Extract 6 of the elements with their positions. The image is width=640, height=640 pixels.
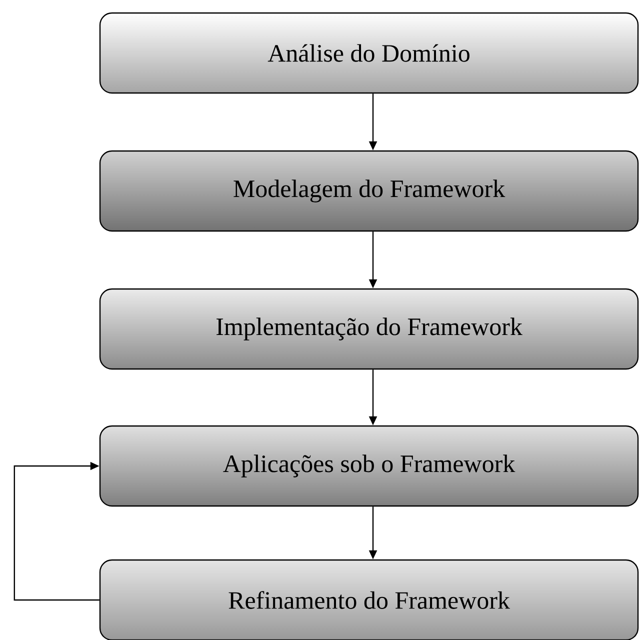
process-box: Refinamento do Framework	[99, 559, 639, 640]
arrow	[14, 462, 100, 601]
process-box: Aplicações sob o Framework	[99, 425, 639, 507]
process-box: Análise do Domínio	[99, 12, 639, 94]
process-box: Implementação do Framework	[99, 288, 639, 370]
process-box: Modelagem do Framework	[99, 150, 639, 232]
